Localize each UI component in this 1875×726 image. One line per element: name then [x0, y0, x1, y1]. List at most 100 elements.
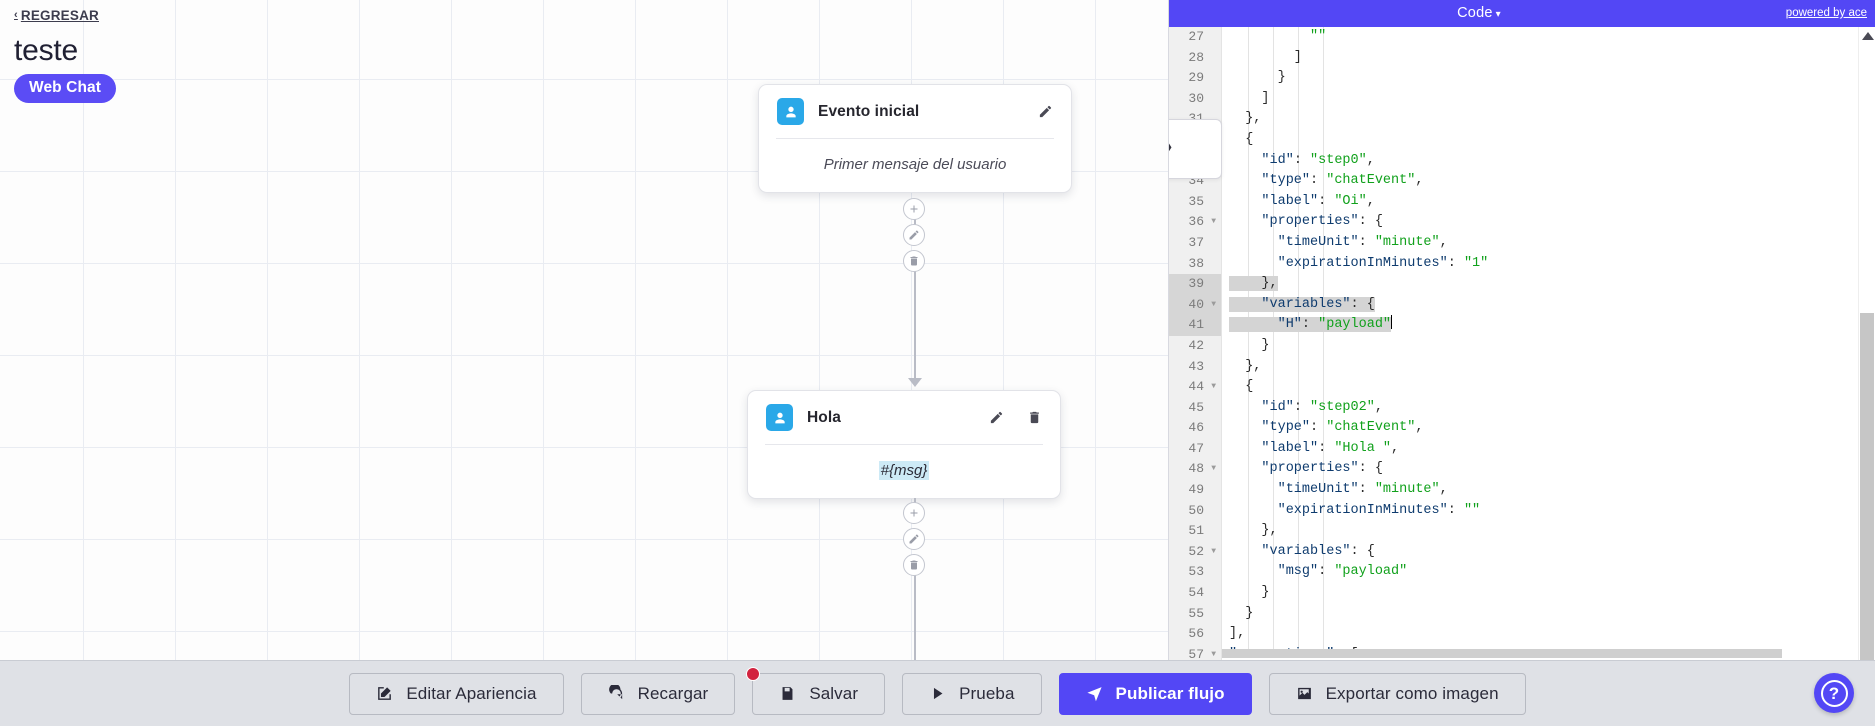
code-line[interactable]: ]	[1229, 49, 1302, 65]
line-number: 41	[1169, 315, 1221, 336]
line-number: 35	[1188, 193, 1204, 209]
flow-canvas[interactable]: ‹ REGRESAR teste Web Chat	[0, 0, 1168, 660]
line-number: 54	[1188, 585, 1204, 601]
toolbar-button-exportar-como-imagen[interactable]: Exportar como imagen	[1268, 672, 1526, 715]
vertical-scrollbar-thumb[interactable]	[1860, 313, 1874, 660]
code-line[interactable]: },	[1229, 523, 1278, 539]
code-line[interactable]: "H": "payload"	[1229, 315, 1875, 336]
line-number: 55	[1188, 605, 1204, 621]
code-panel: Code▾ powered by ace 272829303132▼333435…	[1168, 0, 1875, 660]
code-line[interactable]: "type": "chatEvent",	[1261, 173, 1424, 189]
code-line[interactable]: },	[1229, 111, 1262, 127]
code-line[interactable]: ],	[1229, 626, 1246, 642]
line-number: 50	[1188, 502, 1204, 518]
toolbar-button-recargar[interactable]: Recargar	[580, 672, 736, 715]
node-divider	[765, 444, 1043, 445]
code-line[interactable]: }	[1229, 585, 1270, 601]
powered-by-link[interactable]: powered by ace	[1785, 7, 1867, 19]
code-content[interactable]: "" ] } ] }, { "id": "step0", "type": "ch…	[1222, 27, 1875, 660]
code-line[interactable]: "variables": {	[1229, 295, 1875, 316]
trash-icon	[910, 560, 918, 570]
toolbar-button-salvar[interactable]: Salvar	[746, 666, 886, 715]
toolbar-button-editar-apariencia[interactable]: Editar Apariencia	[349, 672, 564, 715]
toolbar-button-prueba[interactable]: Prueba	[902, 672, 1042, 715]
code-line[interactable]: }	[1229, 605, 1254, 621]
code-line[interactable]: }	[1229, 337, 1270, 353]
code-line[interactable]: },	[1229, 358, 1262, 374]
code-line[interactable]: "label": "Hola ",	[1261, 440, 1400, 456]
horizontal-scrollbar-thumb[interactable]	[1222, 649, 1782, 658]
user-icon	[785, 106, 796, 117]
fold-caret-icon[interactable]: ▼	[1211, 382, 1216, 392]
help-button[interactable]: ?	[1814, 673, 1854, 713]
code-editor[interactable]: 272829303132▼33343536▼37383940▼41424344▼…	[1169, 27, 1875, 660]
code-line[interactable]: }	[1229, 70, 1286, 86]
connector-edit-button[interactable]	[903, 224, 925, 246]
indent-guide	[1298, 27, 1299, 660]
code-line[interactable]: "id": "step02",	[1261, 399, 1383, 415]
edit-icon	[990, 411, 1003, 424]
connector-add-button[interactable]	[903, 502, 925, 524]
connector-line-4	[914, 572, 916, 660]
code-panel-title-group[interactable]: Code▾	[1126, 0, 1832, 28]
edit-icon	[1039, 105, 1052, 118]
code-line[interactable]: },	[1229, 276, 1278, 292]
scroll-up-icon[interactable]	[1862, 32, 1874, 40]
code-line[interactable]: "msg": "payload"	[1277, 564, 1408, 580]
code-line[interactable]: "label": "Oi",	[1261, 193, 1375, 209]
line-number: 38	[1188, 255, 1204, 271]
connector-delete-button[interactable]	[903, 554, 925, 576]
code-line[interactable]: "timeUnit": "minute",	[1277, 234, 1448, 250]
chevron-down-icon: ▾	[1495, 9, 1501, 20]
horizontal-scrollbar[interactable]	[1222, 649, 1858, 660]
line-number: 42	[1188, 337, 1204, 353]
node-edit-button[interactable]	[988, 409, 1005, 426]
code-line[interactable]: "expirationInMinutes": ""	[1277, 502, 1481, 518]
chevron-right-icon: ❯	[1169, 135, 1174, 163]
page-title: teste	[14, 34, 79, 67]
chevron-left-icon: ‹	[14, 9, 18, 21]
line-number: 40▼	[1169, 294, 1221, 316]
toolbar-button-publicar-flujo[interactable]: Publicar flujo	[1058, 672, 1252, 715]
line-number: 52▼	[1169, 542, 1221, 563]
node-edit-button[interactable]	[1037, 103, 1054, 120]
play-icon	[934, 687, 943, 700]
code-line[interactable]: "type": "chatEvent",	[1261, 420, 1424, 436]
vertical-scrollbar[interactable]	[1858, 27, 1875, 660]
code-fold-toggle[interactable]: ❯	[1169, 119, 1222, 179]
code-line[interactable]: "expirationInMinutes": "1"	[1277, 255, 1489, 271]
send-icon	[1086, 687, 1102, 702]
flow-node-hola[interactable]: Hola #{msg}	[747, 390, 1061, 499]
code-line[interactable]: "id": "step0",	[1261, 152, 1375, 168]
code-line[interactable]: ""	[1310, 29, 1327, 44]
connector-add-button[interactable]	[903, 198, 925, 220]
code-line[interactable]: "timeUnit": "minute",	[1277, 482, 1448, 498]
code-line[interactable]: "properties": {	[1261, 214, 1383, 230]
line-number: 44▼	[1169, 377, 1221, 398]
pencil-square-icon	[378, 687, 392, 700]
connector-edit-button[interactable]	[903, 528, 925, 550]
node-title: Hola	[807, 408, 841, 426]
line-number: 56	[1188, 626, 1204, 642]
trash-icon	[910, 256, 918, 266]
fold-caret-icon[interactable]: ▼	[1211, 649, 1216, 659]
code-line[interactable]: {	[1229, 131, 1254, 147]
add-icon	[910, 205, 918, 213]
fold-caret-icon[interactable]: ▼	[1211, 464, 1216, 474]
fold-caret-icon[interactable]: ▼	[1211, 299, 1216, 309]
node-delete-button[interactable]	[1026, 409, 1043, 426]
connector-arrow-1	[908, 378, 922, 387]
trash-icon	[1030, 411, 1039, 424]
connector-delete-button[interactable]	[903, 250, 925, 272]
node-header: Hola	[748, 391, 1060, 444]
fold-caret-icon[interactable]: ▼	[1211, 217, 1216, 227]
flow-node-start[interactable]: Evento inicial Primer mensaje del usuari…	[758, 84, 1072, 193]
back-link[interactable]: ‹ REGRESAR	[14, 8, 99, 23]
fold-caret-icon[interactable]: ▼	[1211, 546, 1216, 556]
line-number: 51	[1188, 523, 1204, 539]
code-line[interactable]: "variables": {	[1261, 543, 1375, 559]
code-line[interactable]: ]	[1229, 90, 1270, 106]
code-line[interactable]: "properties": {	[1261, 461, 1383, 477]
code-line[interactable]: {	[1229, 379, 1254, 395]
